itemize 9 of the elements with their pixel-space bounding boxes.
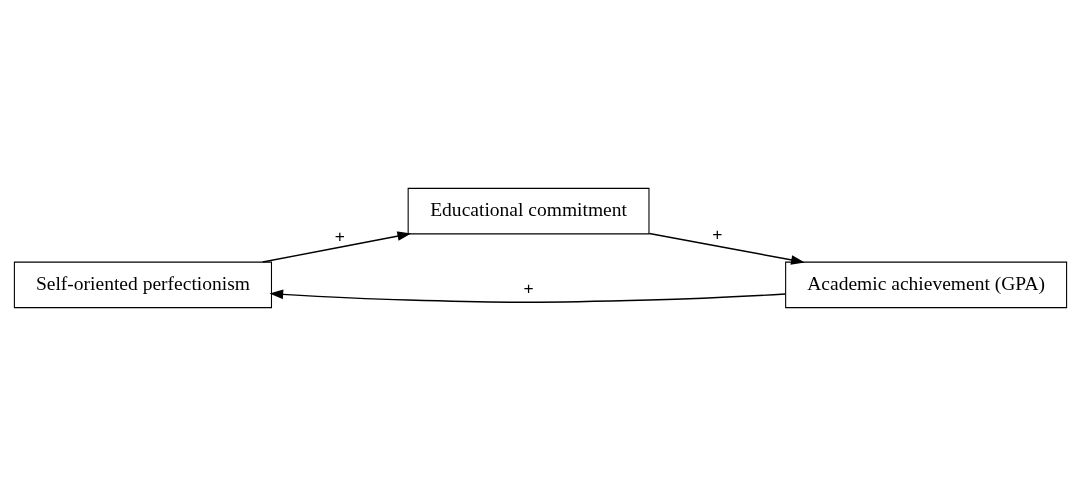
arrow <box>262 230 412 263</box>
arrow <box>648 232 805 265</box>
edge-label: + <box>712 223 723 244</box>
edge-label: + <box>334 225 345 246</box>
node-box: Educational commitment <box>407 187 650 234</box>
edge-label: + <box>523 277 534 298</box>
node-box: Self-oriented perfectionism <box>13 261 273 308</box>
node-box: Academic achievement (GPA) <box>785 261 1068 308</box>
arrow <box>269 289 787 303</box>
